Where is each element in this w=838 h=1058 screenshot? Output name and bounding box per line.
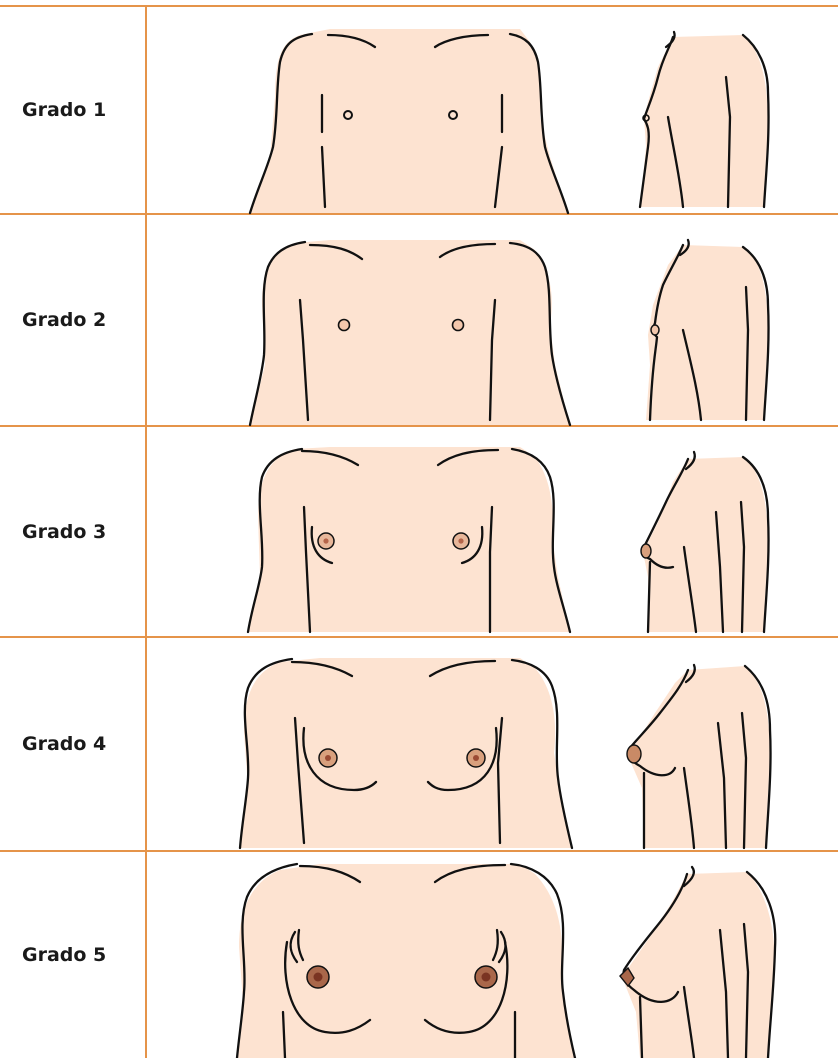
grade-label-3: Grado 3 [0, 427, 145, 636]
front-view-grade-4 [230, 638, 580, 850]
grade-label-1: Grado 1 [0, 7, 145, 213]
areola-right [453, 320, 464, 331]
front-view-grade-5 [225, 852, 585, 1058]
front-view-grade-1 [240, 7, 580, 213]
grade-row-3: Grado 3 [0, 427, 838, 636]
nipple-right [458, 538, 463, 543]
front-view-grade-3 [240, 427, 580, 636]
grade-label-2: Grado 2 [0, 215, 145, 425]
nipple-right [482, 973, 491, 982]
side-view-grade-5 [612, 852, 784, 1058]
nipple-right [473, 755, 479, 761]
nipple-left [314, 973, 323, 982]
nipple-profile [651, 325, 659, 335]
side-view-grade-1 [628, 7, 778, 213]
nipple-left [325, 755, 331, 761]
nipple-profile [641, 544, 651, 558]
areola-left [339, 320, 350, 331]
grade-row-5: Grado 5 [0, 852, 838, 1058]
grade-label-4: Grado 4 [0, 638, 145, 850]
side-view-grade-2 [628, 215, 778, 425]
grade-row-4: Grado 4 [0, 638, 838, 850]
side-view-grade-4 [620, 638, 780, 850]
grade-label-5: Grado 5 [0, 852, 145, 1058]
front-view-grade-2 [240, 215, 580, 425]
grade-row-1: Grado 1 [0, 7, 838, 213]
nipple-left [323, 538, 328, 543]
side-view-grade-3 [628, 427, 778, 636]
grade-row-2: Grado 2 [0, 215, 838, 425]
nipple-profile [627, 745, 641, 763]
